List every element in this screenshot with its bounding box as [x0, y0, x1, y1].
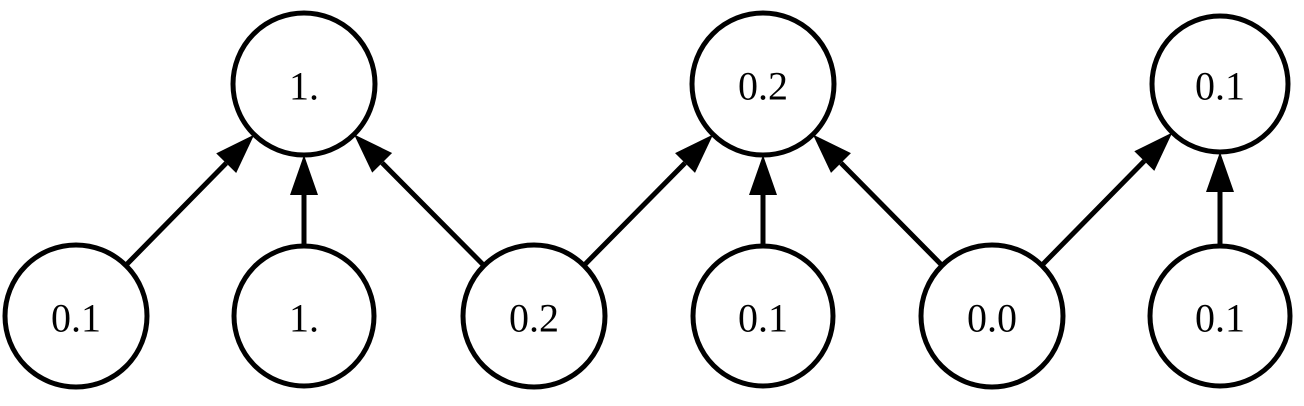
node-b1[interactable]: 0.1 — [2, 242, 150, 390]
arrowhead-b4-to-t2 — [749, 155, 777, 195]
edge-b3-to-t2 — [582, 161, 687, 268]
node-label-t1: 1. — [289, 64, 319, 109]
arrowhead-b1-to-t1 — [216, 134, 255, 173]
nodes-layer: 1. 0.2 0.1 0.1 1. 0.2 0.1 0.0 0.1 — [2, 10, 1293, 390]
node-label-t2: 0.2 — [738, 64, 788, 109]
node-circle-b3[interactable] — [460, 242, 608, 390]
edge-b3-to-t1 — [380, 161, 486, 268]
arrowhead-b3-to-t1 — [353, 134, 393, 173]
edge-b1-to-t1 — [123, 161, 228, 268]
node-circle-t2[interactable] — [689, 10, 837, 158]
arrowhead-b6-to-t3 — [1206, 152, 1234, 192]
node-circle-b1[interactable] — [2, 242, 150, 390]
node-label-b3: 0.2 — [509, 296, 559, 341]
node-circle-b2[interactable] — [231, 243, 377, 389]
node-label-b4: 0.1 — [738, 296, 788, 341]
node-t1[interactable]: 1. — [230, 10, 378, 158]
node-circle-b4[interactable] — [690, 243, 836, 389]
node-t2[interactable]: 0.2 — [689, 10, 837, 158]
node-b2[interactable]: 1. — [231, 243, 377, 389]
arrowhead-b5-to-t2 — [812, 134, 851, 173]
node-t3[interactable]: 0.1 — [1149, 13, 1291, 155]
node-b5[interactable]: 0.0 — [918, 242, 1066, 390]
node-b4[interactable]: 0.1 — [690, 243, 836, 389]
node-b6[interactable]: 0.1 — [1147, 243, 1293, 389]
edges-layer — [123, 132, 1234, 268]
arrowhead-b2-to-t1 — [290, 155, 318, 195]
node-label-b1: 0.1 — [51, 296, 101, 341]
edge-b5-to-t2 — [839, 161, 944, 268]
node-label-t3: 0.1 — [1195, 64, 1245, 109]
node-circle-t3[interactable] — [1149, 13, 1291, 155]
node-label-b5: 0.0 — [967, 296, 1017, 341]
arrowhead-b5-to-t3 — [1134, 132, 1173, 171]
node-circle-b6[interactable] — [1147, 243, 1293, 389]
node-circle-b5[interactable] — [918, 242, 1066, 390]
node-circle-t1[interactable] — [230, 10, 378, 158]
node-label-b2: 1. — [289, 296, 319, 341]
edge-b5-to-t3 — [1039, 159, 1147, 268]
node-label-b6: 0.1 — [1195, 296, 1245, 341]
node-b3[interactable]: 0.2 — [460, 242, 608, 390]
arrowhead-b3-to-t2 — [675, 134, 714, 173]
